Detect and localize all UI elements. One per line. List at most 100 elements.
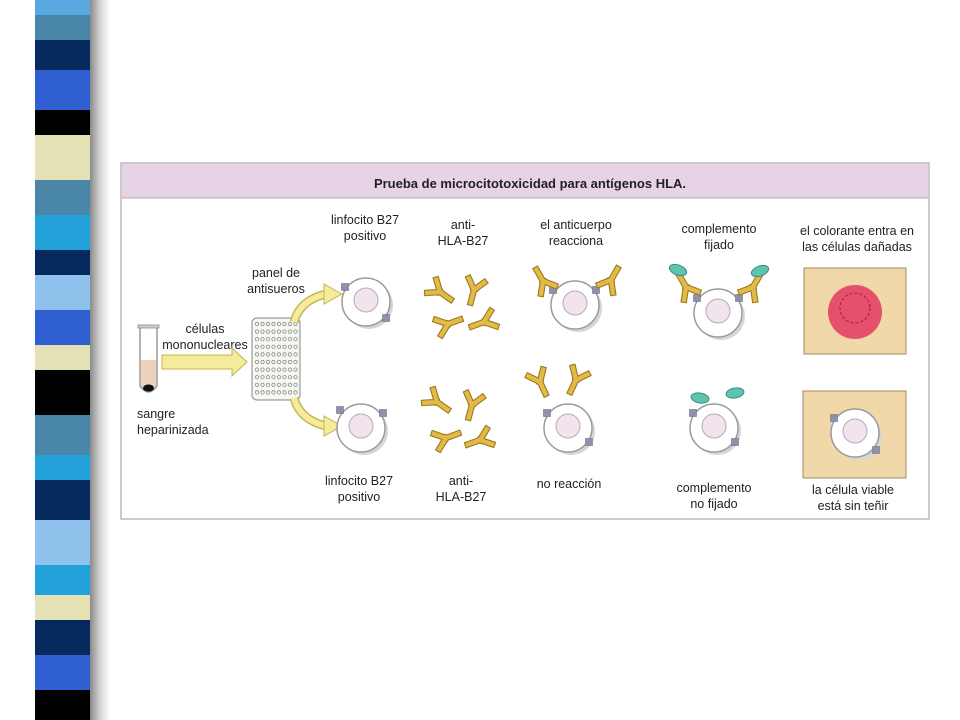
plate-well [282, 390, 287, 395]
label-not-fixed-2: no fijado [690, 497, 737, 511]
plate-well [254, 382, 260, 387]
plate-well [282, 375, 287, 380]
plate-well [265, 367, 271, 372]
plate-well [260, 375, 265, 380]
label-top-lymphocyte-2: positivo [344, 229, 386, 243]
plate-well [293, 344, 298, 349]
label-mononuclear-2: mononucleares [162, 338, 247, 352]
plate-well [260, 367, 265, 372]
stripe-block [35, 40, 90, 70]
label-top-antibody-1: anti- [451, 218, 475, 232]
plate-well [293, 390, 298, 395]
plate-well [293, 367, 298, 372]
plate-well [254, 359, 260, 365]
plate-well [287, 359, 293, 365]
plate-well [293, 352, 298, 357]
label-no-reaction: no reacción [537, 477, 602, 491]
stripe-block [35, 370, 90, 415]
stripe-block [35, 345, 90, 370]
stripe-block [35, 480, 90, 520]
label-bottom-antibody-2: HLA-B27 [436, 490, 487, 504]
plate-well [260, 337, 265, 342]
plate-well [276, 344, 282, 349]
plate-well [276, 382, 282, 387]
stripe-block [35, 455, 90, 480]
label-mononuclear-1: células [186, 322, 225, 336]
stripe-block [35, 520, 90, 565]
plate-well [287, 352, 293, 357]
antiserum-plate-icon [251, 317, 301, 401]
plate-well [271, 337, 276, 342]
decorative-stripe [35, 0, 90, 720]
label-viable-2: está sin teñir [818, 499, 889, 513]
plate-well [293, 359, 298, 365]
label-reacts-2: reacciona [549, 234, 603, 248]
stripe-block [35, 655, 90, 690]
figure-header [122, 164, 928, 198]
plate-well [271, 367, 276, 372]
curved-arrow-up-icon [289, 283, 344, 324]
plate-well [271, 359, 276, 365]
plate-well [276, 359, 282, 365]
plate-well [265, 375, 271, 380]
plate-well [271, 329, 276, 334]
label-dye-2: las células dañadas [802, 240, 912, 254]
stripe-block [35, 275, 90, 310]
stripe-shadow [90, 0, 110, 720]
stripe-block [35, 0, 90, 15]
plate-well [265, 321, 271, 327]
label-not-fixed-1: complemento [676, 481, 751, 495]
arrow-right-icon [161, 346, 248, 378]
plate-well [287, 390, 293, 395]
plate-well [287, 375, 293, 380]
plate-well [254, 337, 260, 342]
plate-well [271, 375, 276, 380]
plate-well [293, 337, 298, 342]
plate-well [260, 321, 265, 327]
plate-well [265, 352, 271, 357]
label-fixed-2: fijado [704, 238, 734, 252]
viable-cell-well-icon [802, 390, 907, 479]
plate-well [276, 337, 282, 342]
plate-well [287, 321, 293, 327]
plate-well [260, 382, 265, 387]
plate-well [265, 359, 271, 365]
plate-well [287, 329, 293, 334]
plate-well [282, 359, 287, 365]
plate-well [276, 329, 282, 334]
plate-well [287, 337, 293, 342]
label-reacts-1: el anticuerpo [540, 218, 612, 232]
plate-well [254, 367, 260, 372]
label-blood-1: sangre [137, 407, 175, 421]
label-bottom-antibody-1: anti- [449, 474, 473, 488]
plate-well [254, 344, 260, 349]
plate-well [265, 329, 271, 334]
stripe-block [35, 690, 90, 720]
label-panel-2: antisueros [247, 282, 305, 296]
plate-well [276, 390, 282, 395]
stripe-block [35, 565, 90, 595]
stained-cell-well-icon [803, 267, 907, 355]
plate-well [276, 375, 282, 380]
plate-well [260, 359, 265, 365]
stripe-block [35, 215, 90, 250]
plate-well [254, 329, 260, 334]
label-blood-2: heparinizada [137, 423, 209, 437]
plate-well [265, 382, 271, 387]
plate-well [293, 375, 298, 380]
plate-well [276, 352, 282, 357]
stripe-block [35, 15, 90, 40]
plate-well [282, 321, 287, 327]
plate-well [282, 382, 287, 387]
stripe-block [35, 70, 90, 110]
plate-well [271, 390, 276, 395]
label-viable-1: la célula viable [812, 483, 894, 497]
plate-well [293, 329, 298, 334]
plate-well [260, 390, 265, 395]
plate-well [282, 329, 287, 334]
figure-title: Prueba de microcitotoxicidad para antíge… [374, 176, 686, 191]
stripe-block [35, 415, 90, 455]
label-bottom-lymphocyte-2: positivo [338, 490, 380, 504]
plate-well [271, 352, 276, 357]
